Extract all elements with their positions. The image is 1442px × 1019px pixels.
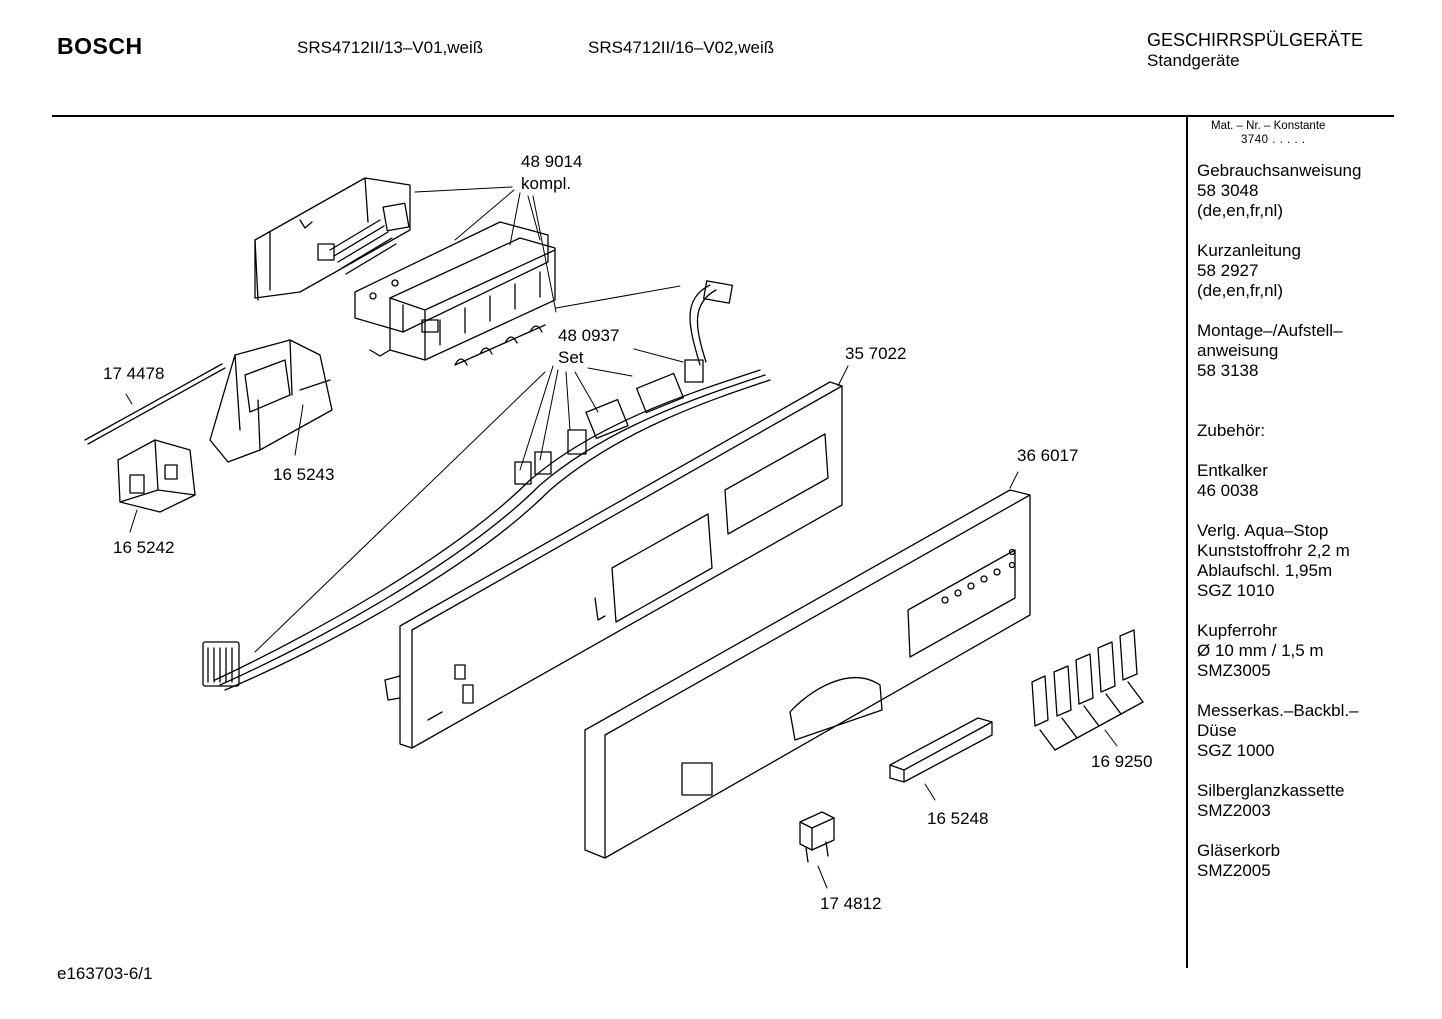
- mat-nr-label: Mat. – Nr. – Konstante: [1211, 120, 1326, 132]
- category-subtitle: Standgeräte: [1147, 51, 1240, 70]
- sidebar-line: Zubehör:: [1197, 421, 1266, 440]
- part-label-174812: 17 4812: [820, 894, 882, 913]
- mat-nr-value: 3740 . . . . .: [1241, 134, 1306, 146]
- part-label-489014: 48 9014: [521, 152, 583, 171]
- sidebar-entry-cutlery: Messerkas.–Backbl.– Düse SGZ 1000: [1197, 701, 1392, 761]
- part-165242-drawing: [117, 439, 196, 513]
- sidebar-line: (de,en,fr,nl): [1197, 201, 1283, 220]
- part-note-kompl: kompl.: [521, 174, 572, 193]
- sidebar-line: Silberglanzkassette: [1197, 781, 1345, 800]
- sidebar-line: 58 2927: [1197, 261, 1259, 280]
- part-note-set: Set: [558, 348, 584, 367]
- sidebar-line: Gebrauchsanweisung: [1197, 161, 1362, 180]
- sidebar-line: SGZ 1010: [1197, 581, 1275, 600]
- part-label-366017: 36 6017: [1017, 446, 1079, 465]
- part-169250-drawing: [1031, 629, 1144, 751]
- sidebar-entry-glassbasket: Gläserkorb SMZ2005: [1197, 841, 1392, 881]
- sidebar-line: Montage–/Aufstell–: [1197, 321, 1343, 340]
- sidebar-line: 58 3138: [1197, 361, 1259, 380]
- part-label-357022: 35 7022: [845, 344, 907, 363]
- sidebar-line: 58 3048: [1197, 181, 1259, 200]
- exploded-parts-diagram: [84, 177, 1144, 889]
- sidebar-line: SGZ 1000: [1197, 741, 1275, 760]
- sidebar-entry-silvercassette: Silberglanzkassette SMZ2003: [1197, 781, 1392, 821]
- sidebar-entry-aquastop: Verlg. Aqua–Stop Kunststoffrohr 2,2 m Ab…: [1197, 521, 1392, 601]
- diagram-code: e163703-6/1: [57, 964, 153, 983]
- sidebar-line: Messerkas.–Backbl.–: [1197, 701, 1359, 720]
- part-label-174478: 17 4478: [103, 364, 165, 383]
- category-title: GESCHIRRSPÜLGERÄTE: [1147, 30, 1364, 50]
- sidebar-entry-accessories: Zubehör:: [1197, 421, 1392, 441]
- brand-logo: BOSCH: [57, 33, 143, 59]
- sidebar-line: Ablaufschl. 1,95m: [1197, 561, 1333, 580]
- sidebar-line: SMZ3005: [1197, 661, 1271, 680]
- sidebar-info: Gebrauchsanweisung 58 3048 (de,en,fr,nl)…: [1197, 161, 1392, 901]
- part-366017-drawing: [584, 489, 1031, 859]
- sidebar-entry-installation: Montage–/Aufstell– anweisung 58 3138: [1197, 321, 1392, 381]
- sidebar-entry-descaler: Entkalker 46 0038: [1197, 461, 1392, 501]
- part-174812-drawing: [799, 811, 835, 863]
- header-divider: [52, 115, 1394, 117]
- part-174478-drawing: [84, 363, 226, 445]
- sidebar-line: SMZ2005: [1197, 861, 1271, 880]
- part-489014-drawing: [254, 177, 556, 366]
- part-480937-drawing: [202, 280, 771, 691]
- part-165248-drawing: [889, 717, 993, 783]
- part-label-165243: 16 5243: [273, 465, 335, 484]
- sidebar-line: Kunststoffrohr 2,2 m: [1197, 541, 1350, 560]
- sidebar-entry-quickguide: Kurzanleitung 58 2927 (de,en,fr,nl): [1197, 241, 1392, 301]
- sidebar-line: Gläserkorb: [1197, 841, 1281, 860]
- model-number-1: SRS4712II/13–V01,weiß: [297, 38, 484, 57]
- part-label-165242: 16 5242: [113, 538, 175, 557]
- leader-lines: [125, 186, 1118, 889]
- part-label-165248: 16 5248: [927, 809, 989, 828]
- sidebar-line: (de,en,fr,nl): [1197, 281, 1283, 300]
- sidebar-line: Verlg. Aqua–Stop: [1197, 521, 1329, 540]
- sidebar-entry-manual: Gebrauchsanweisung 58 3048 (de,en,fr,nl): [1197, 161, 1392, 221]
- sidebar-line: anweisung: [1197, 341, 1279, 360]
- sidebar-line: Entkalker: [1197, 461, 1268, 480]
- sidebar-line: Kurzanleitung: [1197, 241, 1301, 260]
- sidebar-entry-copperpipe: Kupferrohr Ø 10 mm / 1,5 m SMZ3005: [1197, 621, 1392, 681]
- sidebar-line: Düse: [1197, 721, 1237, 740]
- sidebar-line: SMZ2003: [1197, 801, 1271, 820]
- sidebar-line: Kupferrohr: [1197, 621, 1278, 640]
- sidebar-line: 46 0038: [1197, 481, 1259, 500]
- part-165243-drawing: [209, 339, 333, 463]
- sidebar-divider: [1186, 116, 1188, 968]
- part-357022-drawing: [384, 381, 843, 749]
- model-number-2: SRS4712II/16–V02,weiß: [588, 38, 775, 57]
- part-label-169250: 16 9250: [1091, 752, 1153, 771]
- sidebar-line: Ø 10 mm / 1,5 m: [1197, 641, 1324, 660]
- part-label-480937: 48 0937: [558, 326, 620, 345]
